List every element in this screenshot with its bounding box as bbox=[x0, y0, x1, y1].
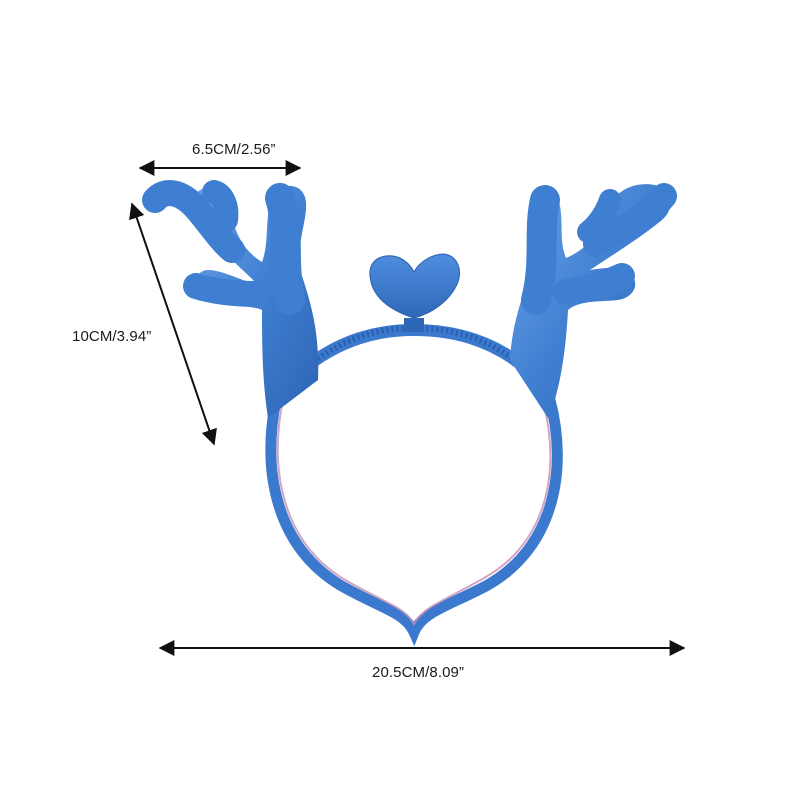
total-width-label: 20.5CM/8.09” bbox=[372, 664, 465, 681]
heart-ornament bbox=[369, 253, 460, 332]
antler-height-label: 10CM/3.94” bbox=[72, 328, 152, 345]
headband-inner-edge bbox=[276, 404, 552, 627]
left-antler bbox=[142, 180, 319, 418]
right-antler bbox=[510, 183, 677, 418]
headband-ring bbox=[265, 394, 563, 647]
antler-height-arrow bbox=[129, 202, 217, 446]
headband-top bbox=[294, 323, 536, 378]
antler-width-label: 6.5CM/2.56” bbox=[192, 141, 276, 158]
